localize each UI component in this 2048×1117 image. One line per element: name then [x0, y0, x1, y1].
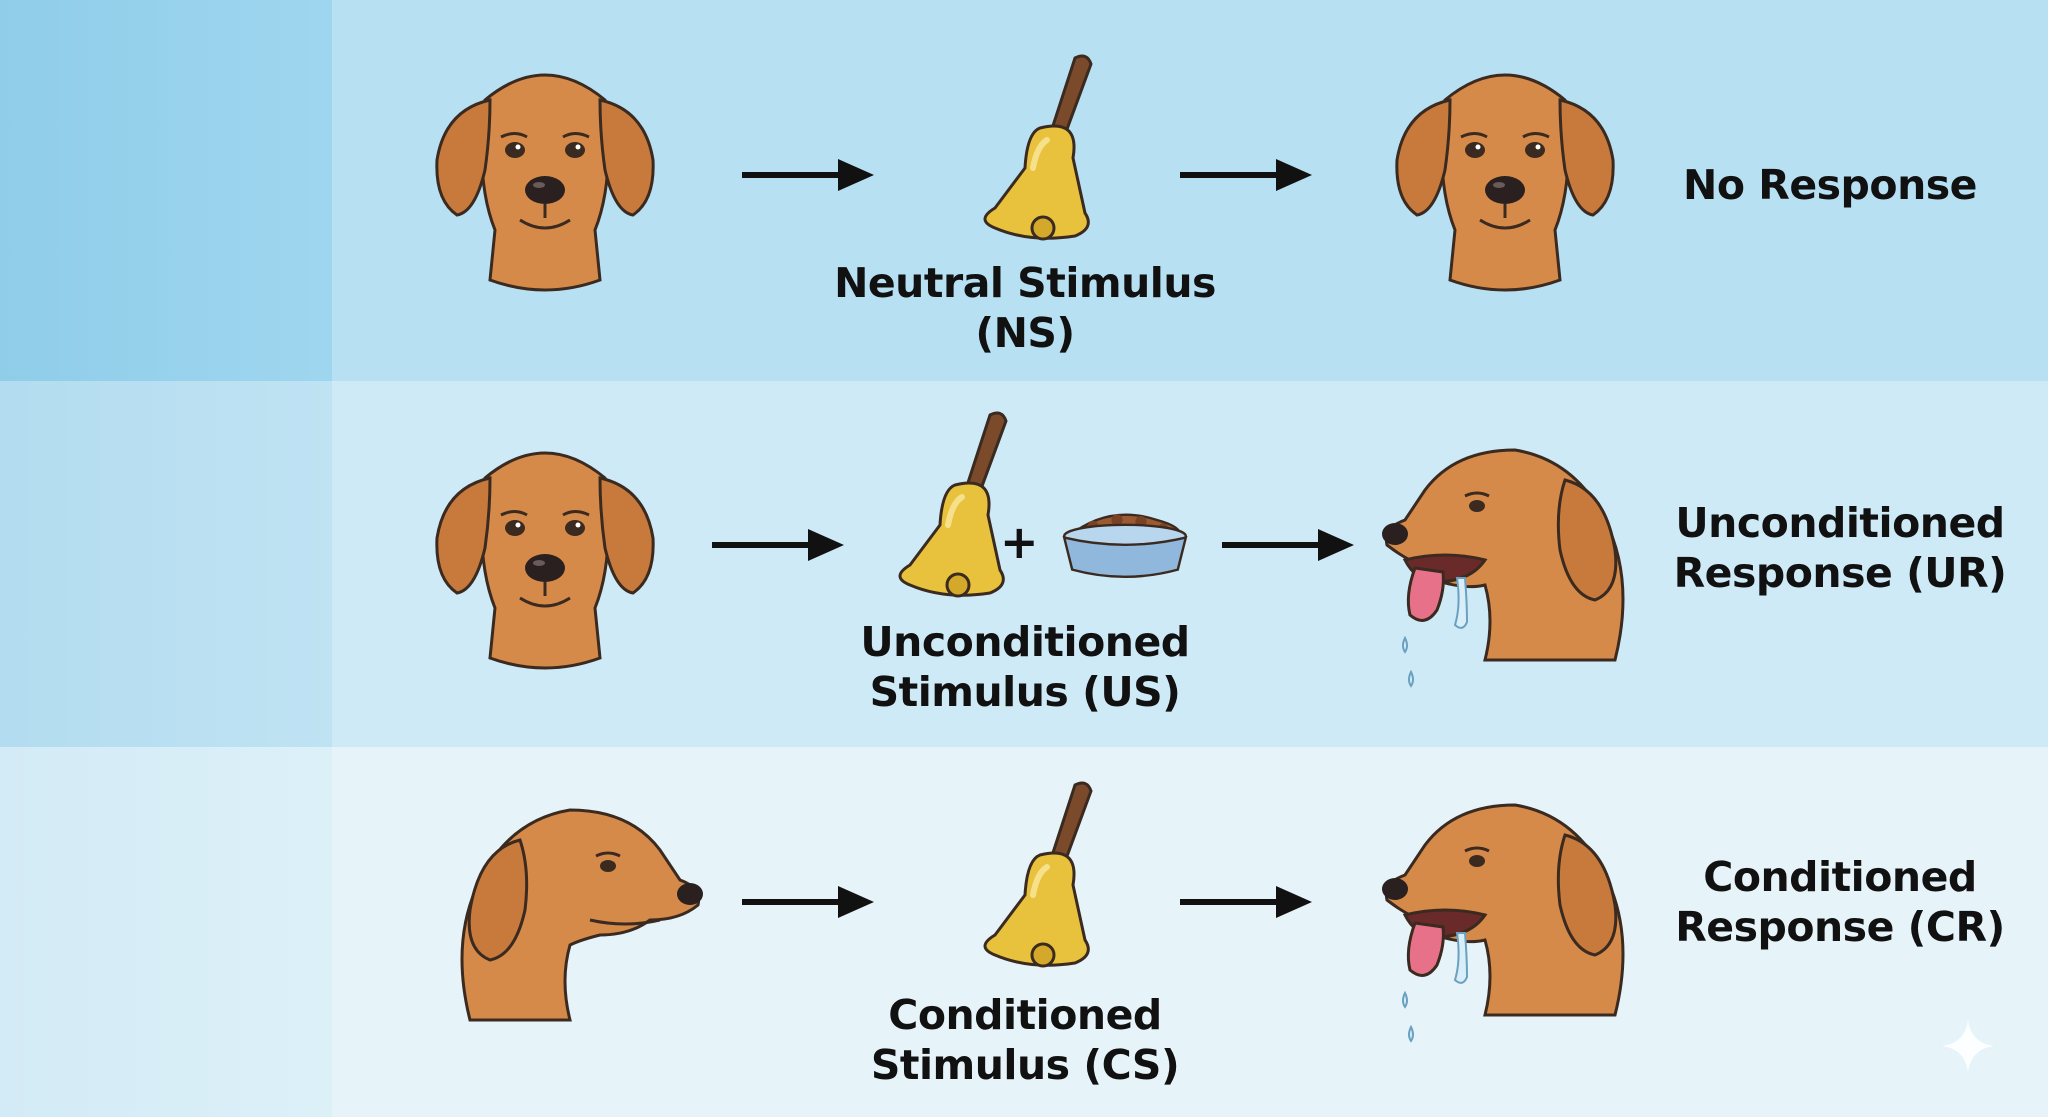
arrow-right-icon	[712, 525, 846, 565]
stimulus-label-line: Stimulus (US)	[869, 668, 1181, 716]
arrow-right-icon	[742, 155, 876, 195]
response-label-none: No Response	[1640, 160, 2020, 210]
dog-front-icon	[435, 73, 655, 292]
response-label-line: Response (CR)	[1675, 903, 2005, 951]
plus-sign: +	[1000, 515, 1039, 569]
response-label-line: Conditioned	[1703, 853, 1977, 901]
arrow-right-icon	[1180, 155, 1314, 195]
response-label-line: Response (UR)	[1673, 549, 2007, 597]
stimulus-label-line: Neutral Stimulus	[834, 259, 1216, 307]
bell-icon	[955, 48, 1105, 248]
arrow-right-icon	[1180, 882, 1314, 922]
row-sidebar	[0, 747, 332, 1117]
sparkle-icon	[1942, 1020, 1994, 1072]
stimulus-label-line: Unconditioned	[860, 618, 1190, 666]
bell-icon	[955, 775, 1105, 975]
stimulus-label-ns: Neutral Stimulus (NS)	[780, 258, 1270, 358]
dog-front-icon	[1395, 73, 1615, 292]
stimulus-label-us: Unconditioned Stimulus (US)	[780, 617, 1270, 717]
arrow-right-icon	[1222, 525, 1356, 565]
response-label-line: No Response	[1683, 161, 1977, 209]
bell-icon	[870, 405, 1020, 605]
row-sidebar	[0, 381, 332, 747]
stimulus-label-line: Conditioned	[888, 991, 1162, 1039]
arrow-right-icon	[742, 882, 876, 922]
response-label-line: Unconditioned	[1675, 499, 2005, 547]
dog-drooling-icon	[1380, 803, 1625, 1043]
stimulus-label-cs: Conditioned Stimulus (CS)	[780, 990, 1270, 1090]
dog-profile-icon	[460, 808, 705, 1022]
response-label-ur: Unconditioned Response (UR)	[1640, 498, 2040, 598]
dog-front-icon	[435, 451, 655, 670]
food-bowl-icon	[1062, 513, 1188, 578]
row-sidebar	[0, 0, 332, 381]
stimulus-label-line: Stimulus (CS)	[870, 1041, 1180, 1089]
dog-drooling-icon	[1380, 448, 1625, 688]
response-label-cr: Conditioned Response (CR)	[1640, 852, 2040, 952]
stimulus-label-line: (NS)	[975, 309, 1075, 357]
